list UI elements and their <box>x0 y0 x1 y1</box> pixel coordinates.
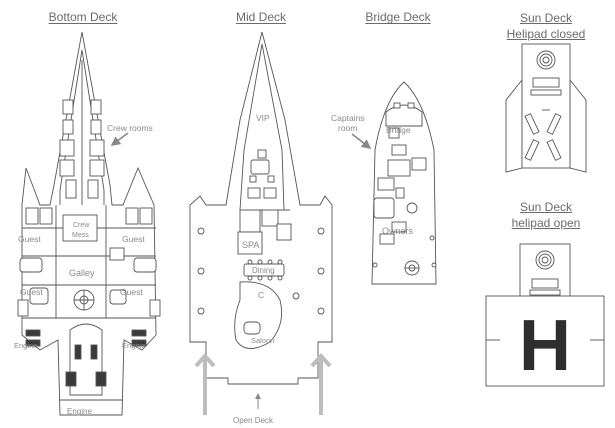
label-captains: Captains <box>331 113 365 123</box>
sun-deck-open-plan <box>485 243 605 387</box>
label-guest-tl: Guest <box>18 234 41 244</box>
label-bridge: Bridge <box>386 125 411 135</box>
label-engine-bottom: Engine <box>67 407 92 416</box>
sun-deck-closed-title-line1: Sun Deck <box>519 11 573 25</box>
label-open-deck: Open Deck <box>233 416 274 425</box>
label-crew-mess-1: Crew <box>73 222 90 229</box>
sun-deck-closed-title-line2: Helipad closed <box>506 27 586 41</box>
sun-deck-closed-plan <box>505 43 587 173</box>
bridge-deck-title: Bridge Deck <box>365 10 431 24</box>
label-galley: Galley <box>69 268 95 278</box>
label-crew-rooms: Crew rooms <box>107 123 153 133</box>
label-engine-left: Engine <box>14 341 37 350</box>
bridge-deck-plan <box>371 81 437 285</box>
open-deck-arrow-left <box>194 353 216 415</box>
label-saloon: Saloon <box>251 336 274 345</box>
label-vip: VIP <box>256 113 270 123</box>
sun-deck-open-title-line1: Sun Deck <box>519 200 573 214</box>
sun-deck-closed-wing-left <box>505 78 523 173</box>
label-guest-tr: Guest <box>122 234 145 244</box>
sun-deck-open-title: Sun Deck helipad open <box>496 199 596 231</box>
crew-rooms-arrow <box>110 132 129 146</box>
label-owners: Owners <box>382 226 414 236</box>
open-deck-arrow-right <box>310 353 332 415</box>
label-guest-bl: Guest <box>20 287 43 297</box>
label-c: C <box>258 290 264 300</box>
sun-deck-open-title-line2: helipad open <box>511 216 581 230</box>
captains-room-arrow <box>351 133 372 149</box>
label-crew-mess-2: Mess <box>72 232 89 239</box>
sun-deck-closed-wing-right <box>569 78 587 173</box>
bridge-deck-hull <box>371 81 437 285</box>
label-spa: SPA <box>242 240 259 250</box>
helipad-h-marking: H <box>519 306 571 386</box>
label-captains-room: room <box>338 123 357 133</box>
label-guest-br: Guest <box>120 287 143 297</box>
bottom-deck-title: Bottom Deck <box>48 10 118 24</box>
open-deck-arrows <box>194 353 332 415</box>
bottom-deck-plan <box>17 31 161 416</box>
label-dining: Dining <box>252 266 275 275</box>
mid-deck-title: Mid Deck <box>235 10 286 24</box>
mid-deck-plan <box>189 31 333 385</box>
mid-deck-hull <box>189 31 333 385</box>
sun-deck-closed-title: Sun Deck Helipad closed <box>496 10 596 42</box>
label-engine-right: Engine <box>122 341 145 350</box>
helipad-platform <box>485 295 605 387</box>
